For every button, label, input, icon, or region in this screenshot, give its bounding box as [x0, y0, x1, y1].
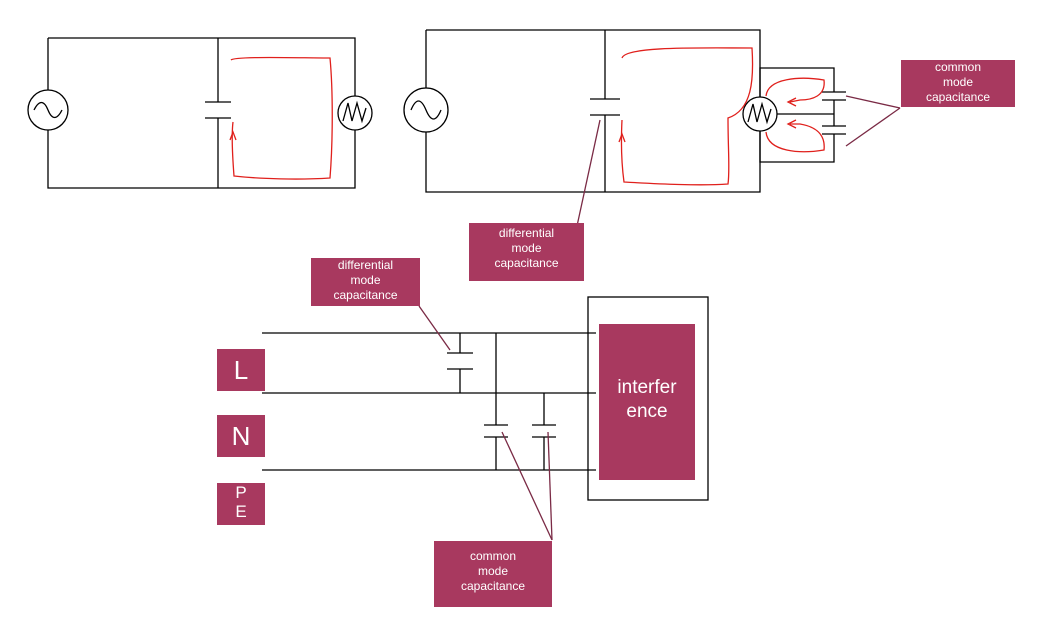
load-icon: [742, 96, 778, 132]
label-line: differential: [498, 226, 555, 240]
circuit-bottom: [262, 296, 709, 501]
circuit-right: [403, 29, 846, 193]
label-line: interfer: [617, 377, 677, 398]
differential-mode-capacitance-label: differential mode capacitance: [469, 223, 584, 281]
differential-mode-capacitance-label: differential mode capacitance: [311, 258, 420, 306]
terminal-l: L: [217, 349, 265, 391]
leader-lines-bottom: [418, 305, 553, 541]
label-line: differential: [337, 258, 394, 272]
label-line: capacitance: [333, 288, 398, 302]
common-mode-capacitance-label: common mode capacitance: [901, 60, 1015, 107]
label-line: common: [469, 549, 516, 563]
circuit-left: [27, 37, 373, 189]
label-line: mode: [350, 273, 381, 287]
common-mode-capacitance-label: common mode capacitance: [434, 541, 552, 607]
label-line: P: [235, 483, 247, 502]
interference-label: interfer ence: [599, 324, 695, 480]
label-line: capacitance: [460, 579, 526, 593]
differential-loop-left: [230, 56, 333, 180]
label-line: capacitance: [925, 90, 991, 104]
load-icon: [337, 95, 373, 131]
common-mode-loop-lower: [765, 123, 825, 153]
label-line: common: [934, 60, 981, 74]
common-mode-loop-upper: [765, 77, 825, 103]
label-line: mode: [511, 241, 542, 255]
terminal-pe: P E: [217, 483, 265, 525]
label-line: capacitance: [494, 256, 559, 270]
label-line: ence: [626, 400, 668, 422]
label-line: mode: [942, 75, 974, 89]
differential-loop-right: [620, 47, 754, 186]
terminal-n: N: [217, 415, 265, 457]
label-line: mode: [477, 564, 509, 578]
leader-lines-top: [576, 95, 901, 227]
label-line: E: [235, 501, 247, 521]
